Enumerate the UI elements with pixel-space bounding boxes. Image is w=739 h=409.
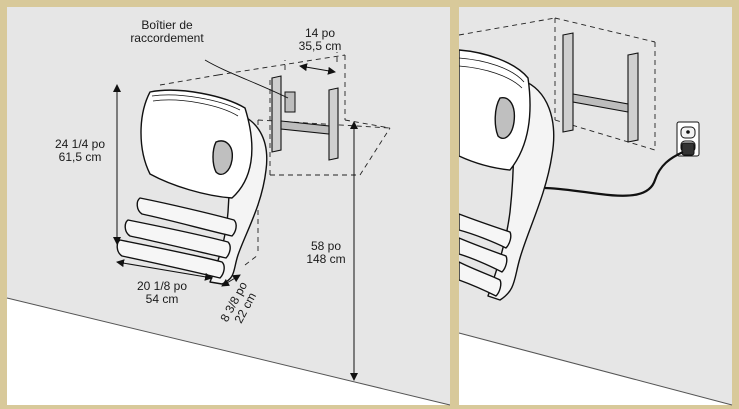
towel-heater [116, 89, 268, 285]
junction-leader [204, 59, 289, 99]
height-label: 24 1/4 po 61,5 cm [54, 137, 106, 164]
dimension-arrows [113, 63, 358, 381]
projection-lines [159, 52, 391, 266]
panel-divider [450, 0, 459, 409]
bracket-spacing-label: 14 po 35,5 cm [298, 26, 342, 53]
power-plug-icon [681, 142, 695, 156]
mount-height-label: 58 po 148 cm [306, 239, 346, 266]
width-label: 20 1/8 po 54 cm [136, 279, 188, 306]
right-brackets [562, 32, 639, 143]
power-cord [544, 151, 684, 197]
right-towel-heater [458, 49, 555, 301]
left-panel [6, 7, 451, 406]
wall-brackets [271, 75, 339, 161]
right-panel [458, 7, 733, 406]
junction-box [284, 91, 296, 113]
junction-box-label: Boîtier de raccordement [130, 18, 204, 45]
